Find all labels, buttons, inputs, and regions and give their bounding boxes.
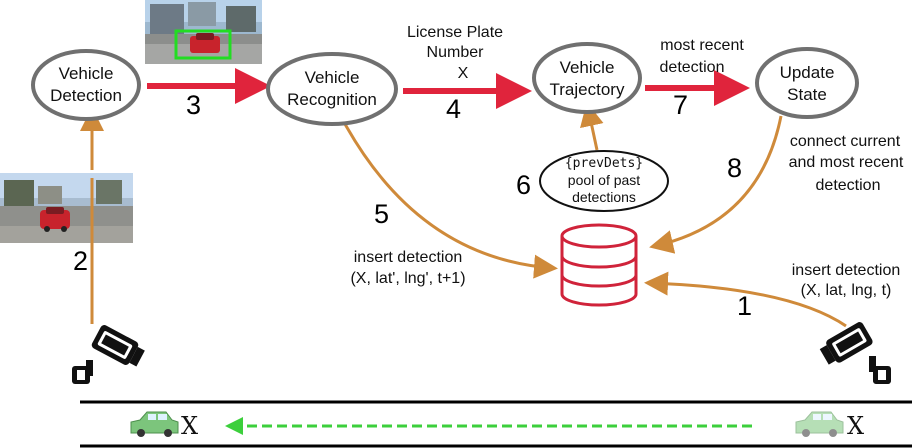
label-insert-right: insert detection (X, lat, lng, t) bbox=[792, 262, 901, 299]
arrow-step-1 bbox=[644, 271, 847, 328]
edge-label: (X, lat, lng, t) bbox=[801, 282, 892, 299]
node-vehicle-recognition: Vehicle Recognition bbox=[266, 52, 398, 126]
node-label: Recognition bbox=[287, 90, 377, 109]
node-label: State bbox=[787, 85, 827, 104]
edge-label: connect current bbox=[790, 133, 901, 150]
label-insert-left: insert detection (X, lat', lng', t+1) bbox=[350, 249, 465, 287]
camera-icon-left bbox=[72, 325, 145, 384]
edge-label: detection bbox=[816, 177, 881, 194]
step-number-4: 4 bbox=[446, 94, 461, 124]
step-number-3: 3 bbox=[186, 90, 201, 120]
vehicle-id-left: X bbox=[181, 412, 198, 440]
label-most-recent: most recent detection bbox=[660, 37, 745, 76]
photo-thumbnail-left bbox=[0, 173, 133, 243]
node-vehicle-detection: Vehicle Detection bbox=[31, 49, 141, 121]
edge-label: insert detection bbox=[354, 249, 463, 266]
node-update-state: Update State bbox=[755, 47, 859, 119]
database-icon bbox=[560, 223, 638, 307]
arrow-step-5 bbox=[343, 123, 558, 279]
node-label: Update bbox=[780, 63, 835, 82]
edge-label: and most recent bbox=[789, 154, 904, 171]
edge-label: insert detection bbox=[792, 262, 901, 279]
node-label: Detection bbox=[50, 86, 122, 105]
step-number-8: 8 bbox=[727, 153, 742, 183]
arrow-step-8 bbox=[649, 115, 783, 254]
node-label: Vehicle bbox=[305, 68, 360, 87]
node-label: Vehicle bbox=[560, 58, 615, 77]
step-number-7: 7 bbox=[673, 90, 688, 120]
node-vehicle-trajectory: Vehicle Trajectory bbox=[532, 42, 642, 114]
edge-label: Number bbox=[427, 44, 485, 61]
step-number-1: 1 bbox=[737, 291, 752, 321]
edge-label: X bbox=[458, 65, 469, 82]
label-license-plate: License Plate Number X bbox=[407, 24, 503, 82]
vehicle-id-right: X bbox=[847, 412, 864, 440]
node-label: Vehicle bbox=[59, 64, 114, 83]
car-icon-left bbox=[130, 411, 179, 437]
camera-icon-right bbox=[819, 322, 891, 384]
node-label: Trajectory bbox=[550, 80, 625, 99]
arrow-step-6 bbox=[580, 102, 604, 151]
car-icon-right bbox=[795, 411, 844, 437]
edge-label: detection bbox=[660, 59, 725, 76]
photo-thumbnail-top bbox=[145, 0, 262, 64]
pool-label: detections bbox=[572, 189, 636, 205]
edge-label: License Plate bbox=[407, 24, 503, 41]
edge-label: most recent bbox=[660, 37, 744, 54]
pool-label: pool of past bbox=[568, 172, 640, 188]
edge-label: (X, lat', lng', t+1) bbox=[350, 270, 465, 287]
pool-label: {prevDets} bbox=[565, 156, 643, 171]
step-number-5: 5 bbox=[374, 199, 389, 229]
step-number-2: 2 bbox=[73, 246, 88, 276]
node-pool-past-detections: {prevDets} pool of past detections bbox=[539, 150, 669, 212]
label-connect: connect current and most recent detectio… bbox=[789, 133, 904, 194]
step-number-6: 6 bbox=[516, 170, 531, 200]
